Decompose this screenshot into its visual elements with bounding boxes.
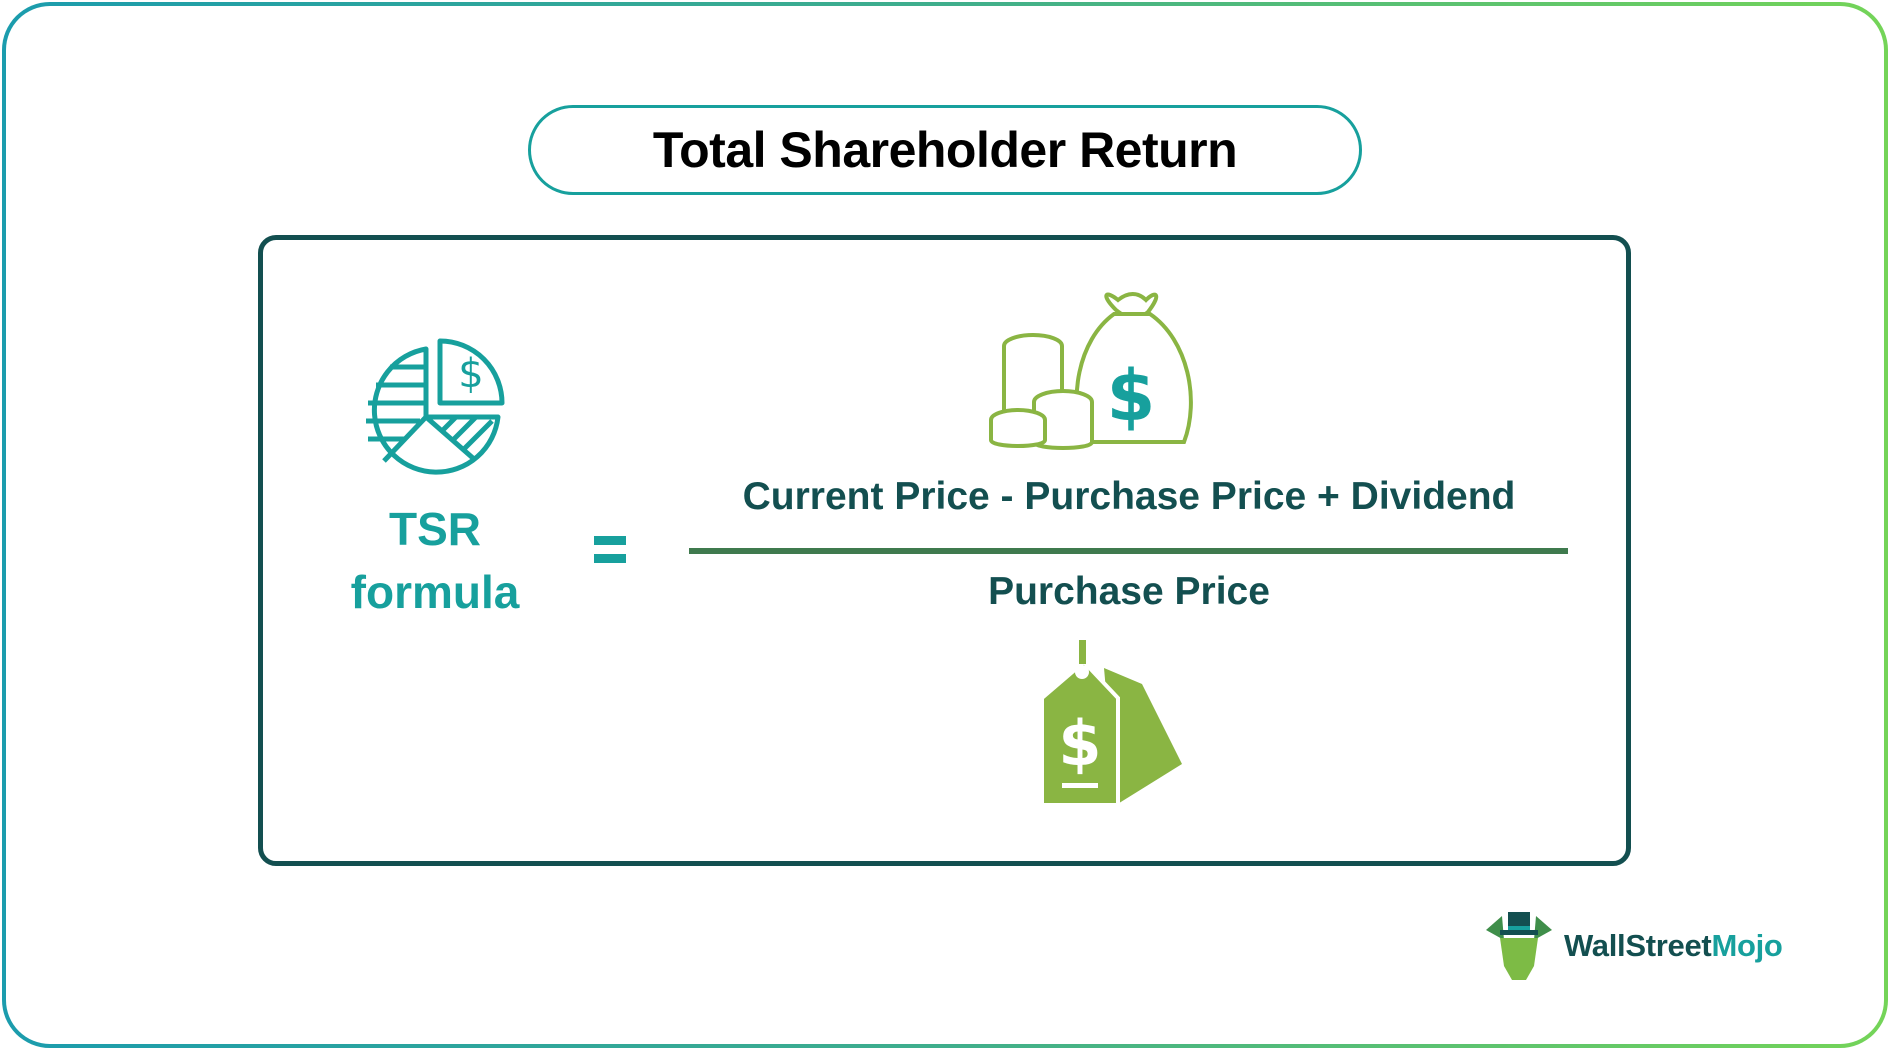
tsr-label-line1: TSR [389,503,481,555]
numerator-text: Current Price - Purchase Price + Dividen… [742,475,1516,518]
svg-text:$: $ [1107,355,1156,437]
svg-text:$: $ [458,351,483,397]
svg-text:$: $ [1058,707,1101,780]
equals-sign [594,536,626,572]
brand-name: WallStreetMojo [1564,928,1783,963]
price-tag-icon: $ [1040,640,1182,805]
formula-box [258,235,1631,866]
title-pill: Total Shareholder Return [528,105,1362,195]
fraction-line [689,548,1568,554]
bull-mascot-icon [1486,912,1552,980]
brand-logo: WallStreetMojo [1482,910,1783,982]
tsr-label: TSR formula [320,498,550,624]
page-title: Total Shareholder Return [652,122,1238,178]
tsr-label-line2: formula [350,566,520,618]
denominator-text: Purchase Price [988,570,1270,613]
pie-chart-dollar-icon: $ [366,338,505,475]
money-bag-coins-icon: $ [989,292,1193,450]
